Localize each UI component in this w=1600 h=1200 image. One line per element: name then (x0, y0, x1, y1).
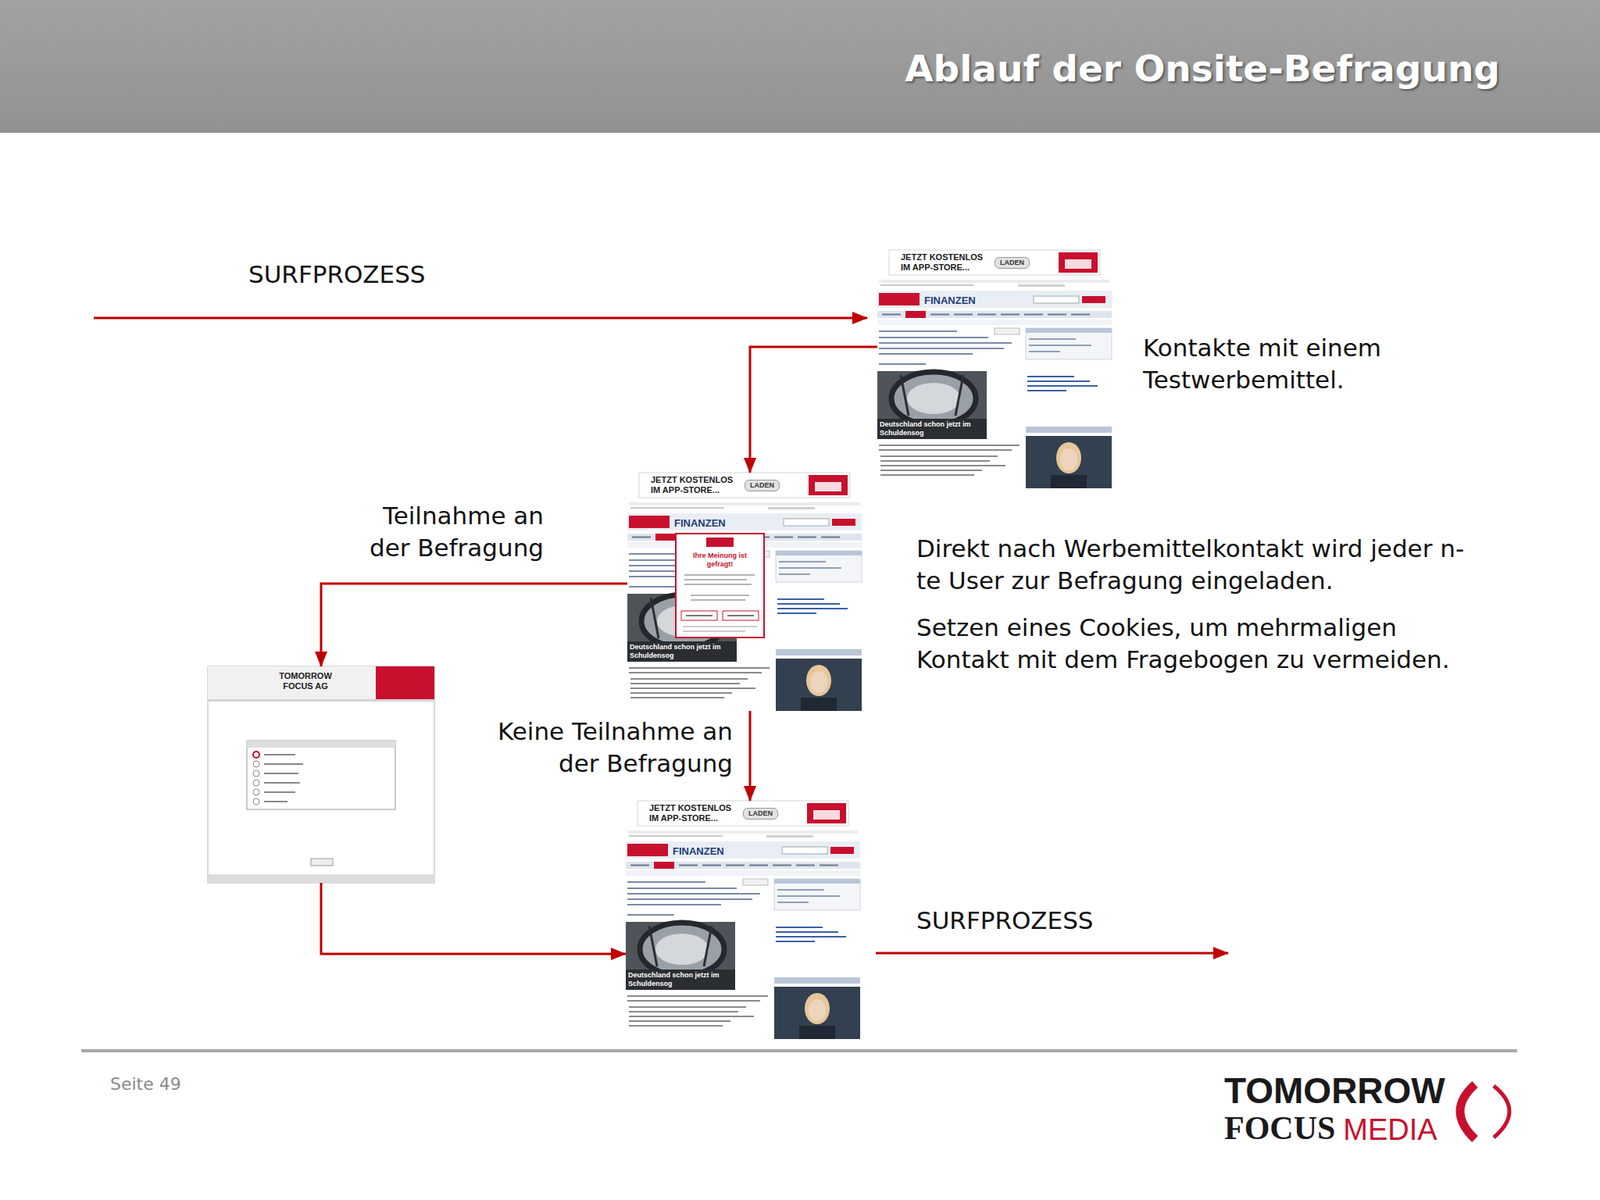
banner-text: JETZT KOSTENLOS IM APP-STORE... (649, 803, 737, 824)
logo-arc (1493, 1085, 1510, 1138)
logo-text: TOMORROW (1224, 1070, 1446, 1111)
svg-rect (207, 666, 435, 883)
slide-title: Ablauf der Onsite-Befragung (904, 46, 1500, 91)
banner-text: JETZT KOSTENLOS IM APP-STORE... (900, 252, 989, 273)
flow-connector (749, 710, 752, 801)
note-text: Kontakte mit einem Testwerbemittel. (1142, 332, 1487, 397)
flow-connector (321, 882, 626, 954)
photo-caption: Deutschland schon jetzt im Schuldensog (627, 641, 737, 662)
section-heading: FINANZEN (924, 294, 976, 308)
survey-invitation-layer (675, 532, 765, 639)
logo-text: FOCUS (1224, 1109, 1336, 1147)
edge-label: Keine Teilnahme an der Befragung (467, 715, 733, 780)
svg-circle (253, 760, 260, 768)
questionnaire-screenshot (207, 666, 435, 883)
button-text: LADEN (744, 479, 780, 492)
svg-path (264, 754, 304, 802)
svg-rect (207, 874, 435, 883)
flow-connector (321, 583, 628, 667)
flow-arrow (93, 317, 868, 320)
svg-rect (246, 740, 396, 748)
banner-text: JETZT KOSTENLOS IM APP-STORE... (650, 475, 739, 496)
button-text: LADEN (742, 807, 779, 820)
website-screenshot: JETZT KOSTENLOS IM APP-STORE... LADEN FINA… (877, 250, 1112, 489)
button-text: LADEN (994, 257, 1030, 269)
svg-rect (675, 532, 765, 639)
flow-label: SURFPROZESS (916, 904, 1094, 937)
logo-text: TOMORROW FOCUS AG (270, 671, 341, 692)
footer-rule (81, 1049, 1518, 1053)
svg-circle (253, 751, 260, 758)
svg-circle (253, 779, 260, 786)
svg-path (682, 626, 758, 632)
svg-path (684, 575, 755, 600)
survey-invitation: Ihre Meinung ist gefragt! (675, 532, 765, 639)
svg-path (685, 614, 754, 617)
photo-caption: Deutschland schon jetzt im Schuldensog (877, 418, 987, 440)
flow-connector (750, 346, 878, 473)
website-screenshot (627, 472, 862, 711)
edge-label: Teilnahme an der Befragung (348, 500, 544, 565)
svg-rect (375, 666, 435, 700)
questionnaire-screenshot: TOMORROW FOCUS AG (207, 666, 435, 883)
photo-caption: Deutschland schon jetzt im Schuldensog (625, 969, 736, 990)
svg-rect (706, 537, 734, 547)
svg-circle (253, 798, 260, 805)
note-text: Setzen eines Cookies, um mehrmaligen Kon… (916, 611, 1472, 676)
section-heading: FINANZEN (672, 845, 725, 858)
svg-circle (253, 789, 260, 796)
svg-rect (310, 858, 333, 866)
flow-label: SURFPROZESS (248, 258, 426, 291)
logo-text: MEDIA (1342, 1112, 1437, 1147)
logo-arc (1460, 1084, 1475, 1140)
website-screenshot: JETZT KOSTENLOS IM APP-STORE... LADEN FINA… (625, 800, 861, 1040)
note-text: Direkt nach Werbemittelkontakt wird jede… (916, 532, 1472, 597)
section-heading: FINANZEN (674, 517, 726, 530)
website-screenshot: JETZT KOSTENLOS IM APP-STORE... LADEN FINA… (627, 472, 862, 711)
page-number: Seite 49 (110, 1073, 182, 1096)
svg-rect (207, 699, 435, 702)
svg-rect (207, 666, 435, 700)
svg-circle (253, 770, 260, 777)
svg-rect (246, 740, 396, 810)
website-screenshot (877, 250, 1112, 489)
website-screenshot (625, 800, 861, 1040)
invitation-text: Ihre Meinung ist gefragt! (679, 551, 761, 569)
flow-arrow (875, 952, 1229, 955)
